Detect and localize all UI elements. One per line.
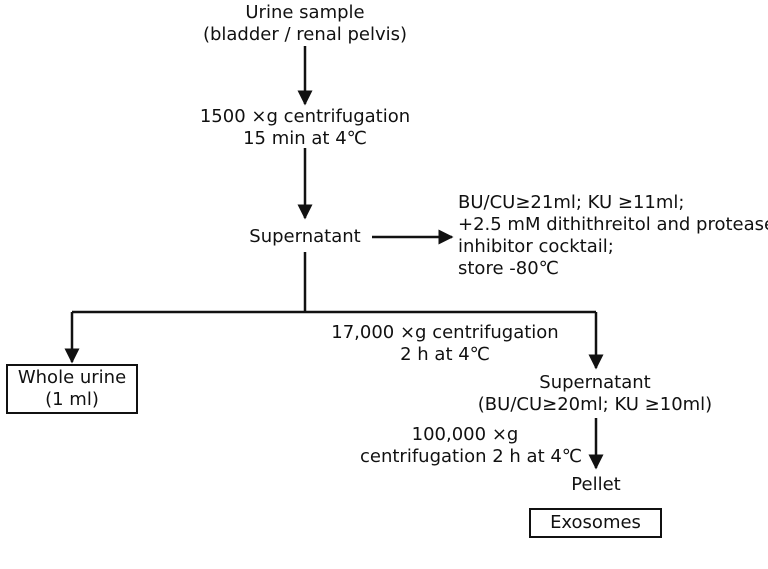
whole-urine-box: Whole urine (1 ml) — [6, 364, 138, 414]
second-spin-line-1: 17,000 ×g centrifugation — [331, 322, 559, 343]
urine-sample-line-2: (bladder / renal pelvis) — [202, 24, 408, 45]
third-centrifugation-label: 100,000 ×g centrifugation 2 h at 4℃ — [360, 424, 583, 468]
storage-note-line-2: +2.5 mM dithithreitol and protease — [458, 214, 768, 235]
exosomes-label: Exosomes — [550, 512, 641, 533]
first-spin-line-2: 15 min at 4℃ — [243, 128, 367, 149]
urine-sample-label: Urine sample (bladder / renal pelvis) — [190, 2, 420, 46]
supernatant-2-label: Supernatant (BU/CU≥20ml; KU ≥10ml) — [470, 372, 720, 416]
pellet-label: Pellet — [571, 474, 621, 495]
first-spin-line-1: 1500 ×g centrifugation — [199, 106, 411, 127]
supernatant-2-line-1: Supernatant — [539, 372, 651, 393]
storage-note-line-1: BU/CU≥21ml; KU ≥11ml; — [458, 192, 685, 213]
third-spin-line-2: centrifugation 2 h at 4℃ — [360, 446, 583, 467]
storage-note-line-3: inhibitor cocktail; — [458, 236, 614, 257]
supernatant-label: Supernatant — [249, 226, 361, 247]
urine-sample-line-1: Urine sample — [245, 2, 365, 23]
second-centrifugation-label: 17,000 ×g centrifugation 2 h at 4℃ — [320, 322, 570, 366]
exosomes-box: Exosomes — [529, 508, 662, 538]
whole-urine-line-1: Whole urine — [17, 367, 127, 388]
storage-note: BU/CU≥21ml; KU ≥11ml; +2.5 mM dithithrei… — [458, 192, 768, 280]
whole-urine-line-2: (1 ml) — [45, 389, 99, 410]
second-spin-line-2: 2 h at 4℃ — [400, 344, 490, 365]
first-centrifugation-label: 1500 ×g centrifugation 15 min at 4℃ — [185, 106, 425, 150]
third-spin-line-1: 100,000 ×g — [411, 424, 519, 445]
supernatant-2-line-2: (BU/CU≥20ml; KU ≥10ml) — [477, 394, 713, 415]
storage-note-line-4: store -80℃ — [458, 258, 559, 279]
